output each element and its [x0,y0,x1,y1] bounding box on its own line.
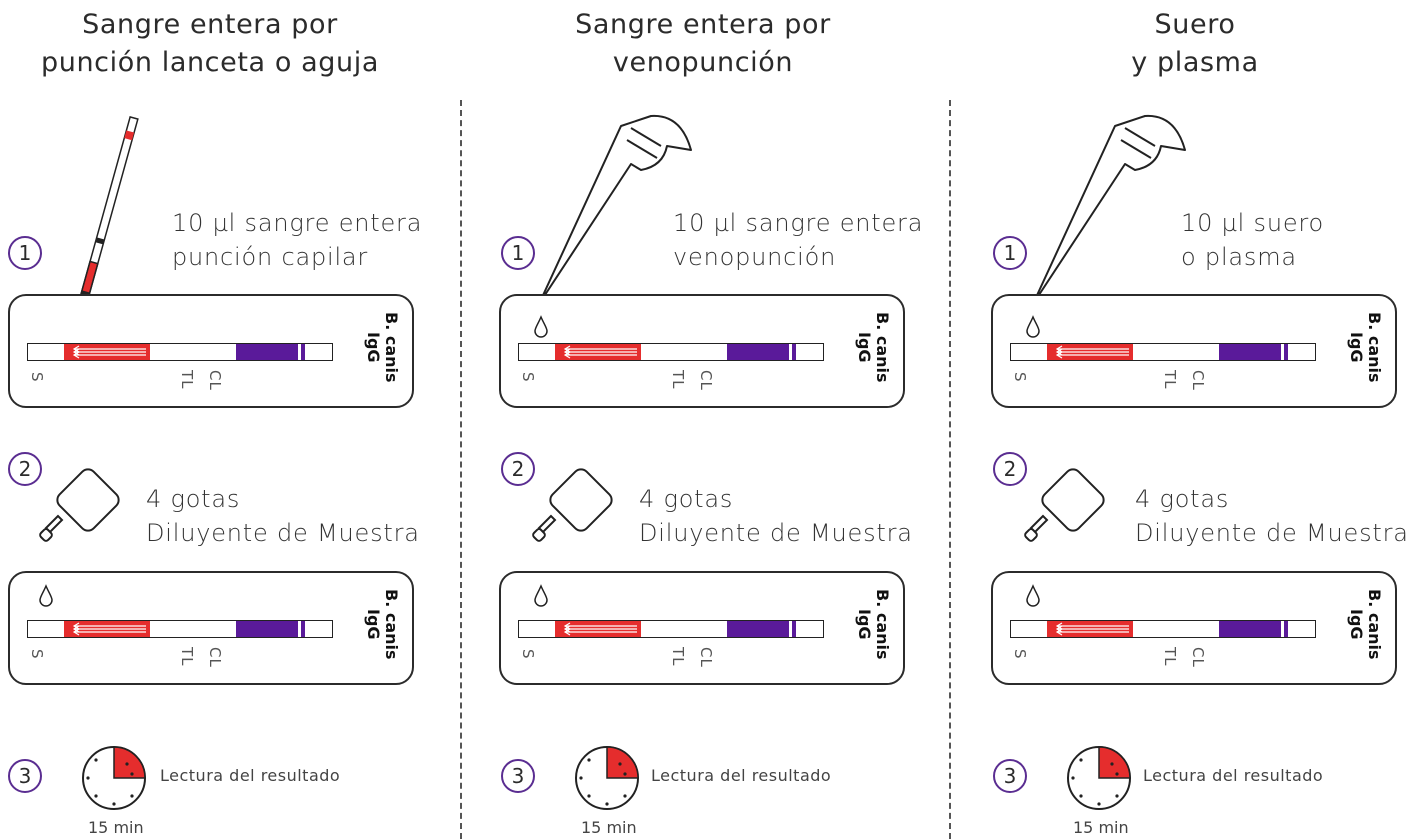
control-line-label: CL [206,370,224,391]
pipette-icon [538,114,692,305]
sample-label: S [28,372,46,383]
drop-icon [534,584,548,607]
control-line-label: CL [206,647,224,668]
test-zone [727,621,789,637]
step-3-badge: 3 [8,759,42,793]
test-strip [518,620,824,638]
control-zone [301,621,305,637]
flow-arrows-icon [72,345,146,359]
test-cassette: S TL CL B. canis IgG [499,294,905,408]
sample-label: S [28,649,46,660]
column-title: Suero y plasma [1131,9,1259,78]
test-zone [236,344,298,360]
brand-label: B. canis IgG [1347,589,1384,660]
step-1-instruction: 10 µl suero o plasma [1181,209,1325,271]
control-zone [792,621,796,637]
test-strip [1010,620,1316,638]
test-zone [1219,344,1281,360]
step-2-instruction: 4 gotas Diluyente de Muestra [1135,485,1409,547]
step-2-instruction: 4 gotas Diluyente de Muestra [146,485,420,547]
brand-label: B. canis IgG [364,589,401,660]
test-strip [27,343,333,361]
column-capillary: Sangre entera por punción lanceta o aguj… [0,0,472,839]
step-1-badge: 1 [8,236,42,270]
test-strip [1010,343,1316,361]
sample-label: S [1011,372,1029,383]
pipette-icon [1032,114,1186,305]
drop-icon [1026,315,1040,338]
test-strip [518,343,824,361]
test-cassette: S TL CL B. canis IgG [8,294,414,408]
column-title: Sangre entera por venopunción [575,9,831,78]
test-line-label: TL [669,647,687,667]
flow-arrows-icon [1055,622,1129,636]
timer-icon [575,746,639,810]
test-line-label: TL [178,370,196,390]
step-2-badge: 2 [8,452,42,486]
time-label: 15 min [581,818,637,837]
step-1-badge: 1 [993,236,1027,270]
drop-icon [39,584,53,607]
flow-arrows-icon [563,622,637,636]
dropper-bottle-icon [1024,468,1105,542]
control-zone [792,344,796,360]
sample-label: S [519,649,537,660]
drop-icon [534,315,548,338]
test-cassette: S TL CL B. canis IgG [991,294,1397,408]
test-line-label: TL [1161,370,1179,390]
dropper-bottle-icon [532,468,613,542]
step-1-instruction: 10 µl sangre entera venopunción [673,209,924,271]
test-cassette: S TL CL B. canis IgG [499,571,905,685]
test-cassette: S TL CL B. canis IgG [8,571,414,685]
column-divider [949,100,951,839]
time-label: 15 min [1073,818,1129,837]
control-line-label: CL [1189,647,1207,668]
control-line-label: CL [1189,370,1207,391]
test-line-label: TL [669,370,687,390]
control-zone [301,344,305,360]
step-3-badge: 3 [501,759,535,793]
step-1-badge: 1 [501,236,535,270]
brand-label: B. canis IgG [364,312,401,383]
column-title: Sangre entera por punción lanceta o aguj… [41,9,379,78]
column-serum-plasma: Suero y plasma 1 10 µl suero o plasma [985,0,1416,839]
flow-arrows-icon [1055,345,1129,359]
time-label: 15 min [88,818,144,837]
control-line-label: CL [697,647,715,668]
column-divider [460,100,462,839]
timer-icon [1067,746,1131,810]
control-zone [1284,344,1288,360]
step-3-instruction: Lectura del resultado [651,766,832,785]
flow-arrows-icon [563,345,637,359]
step-1-instruction: 10 µl sangre entera punción capilar [172,209,423,271]
test-line-label: TL [178,647,196,667]
brand-label: B. canis IgG [855,589,892,660]
step-3-instruction: Lectura del resultado [1143,766,1324,785]
step-3-badge: 3 [993,759,1027,793]
brand-label: B. canis IgG [1347,312,1384,383]
dropper-bottle-icon [39,468,120,542]
control-zone [1284,621,1288,637]
sample-label: S [1011,649,1029,660]
sample-label: S [519,372,537,383]
brand-label: B. canis IgG [855,312,892,383]
step-2-instruction: 4 gotas Diluyente de Muestra [639,485,913,547]
step-3-instruction: Lectura del resultado [160,766,341,785]
timer-icon [82,746,146,810]
control-line-label: CL [697,370,715,391]
drop-icon [1026,584,1040,607]
test-line-label: TL [1161,647,1179,667]
test-zone [727,344,789,360]
step-2-badge: 2 [993,452,1027,486]
test-strip [27,620,333,638]
test-cassette: S TL CL B. canis IgG [991,571,1397,685]
test-zone [236,621,298,637]
flow-arrows-icon [72,622,146,636]
column-venipuncture: Sangre entera por venopunción 1 10 µl sa… [493,0,965,839]
step-2-badge: 2 [501,452,535,486]
test-zone [1219,621,1281,637]
